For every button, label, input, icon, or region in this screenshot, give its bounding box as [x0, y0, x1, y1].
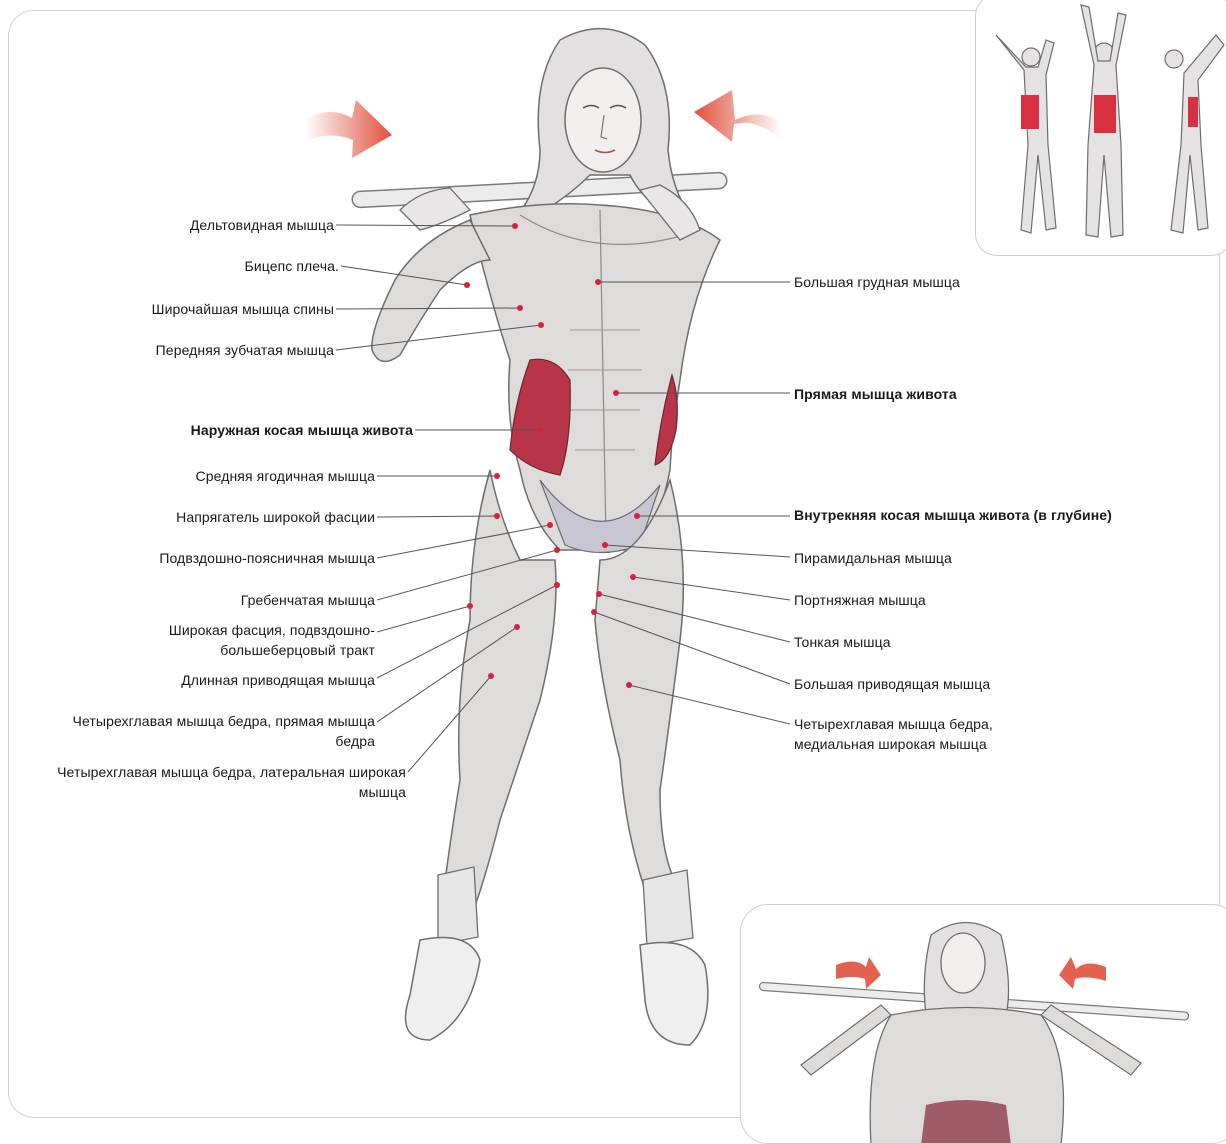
label-adductor-magnus: Большая приводящая мышца — [794, 674, 990, 694]
inset-highlight-right — [1188, 97, 1198, 127]
label-adductor-longus: Длинная приводящая мышца — [20, 670, 375, 690]
label-pectineus: Гребенчатая мышца — [20, 590, 375, 610]
inset-highlight-left — [1021, 95, 1039, 129]
inset-arrow-left — [836, 957, 881, 989]
label-serratus: Передняя зубчатая мышца — [20, 340, 334, 360]
inset-exercise-view — [740, 904, 1226, 1144]
label-rectus-femoris: Четырехглавая мышца бедра, прямая мышца … — [40, 711, 375, 751]
label-pyramidalis: Пирамидальная мышца — [794, 548, 952, 568]
twist-arrow-right — [694, 90, 782, 142]
legs — [406, 470, 708, 1045]
twist-arrow-left — [305, 100, 392, 158]
label-biceps: Бицепс плеча. — [20, 256, 339, 276]
label-vastus-medialis: Четырехглавая мышца бедра, медиальная ши… — [794, 714, 1044, 754]
label-sartorius: Портняжная мышца — [794, 590, 926, 610]
inset-highlight-center — [1094, 95, 1116, 133]
torso — [470, 204, 720, 553]
label-iliopsoas: Подвздошно-поясничная мышца — [20, 548, 375, 568]
label-rectus-abdominis: Прямая мышца живота — [794, 384, 957, 404]
inset-muscle-map — [975, 0, 1226, 256]
label-external-oblique: Наружная косая мышца живота — [20, 420, 413, 440]
label-tensor-fasciae: Напрягатель широкой фасции — [20, 507, 375, 527]
label-gracilis: Тонкая мышца — [794, 632, 891, 652]
label-internal-oblique: Внутрекняя косая мышца живота (в глубине… — [794, 505, 1112, 525]
label-iliotibial: Широкая фасция, подвздошно-большеберцовы… — [135, 620, 375, 660]
label-latissimus: Широчайшая мышца спины — [20, 299, 334, 319]
label-pectoralis-major: Большая грудная мышца — [794, 272, 960, 292]
label-vastus-lateralis: Четырехглавая мышца бедра, латеральная ш… — [14, 762, 406, 802]
label-gluteus-medius: Средняя ягодичная мышца — [20, 466, 375, 486]
label-deltoid: Дельтовидная мышца — [20, 215, 334, 235]
inset-arrow-right — [1059, 957, 1106, 989]
